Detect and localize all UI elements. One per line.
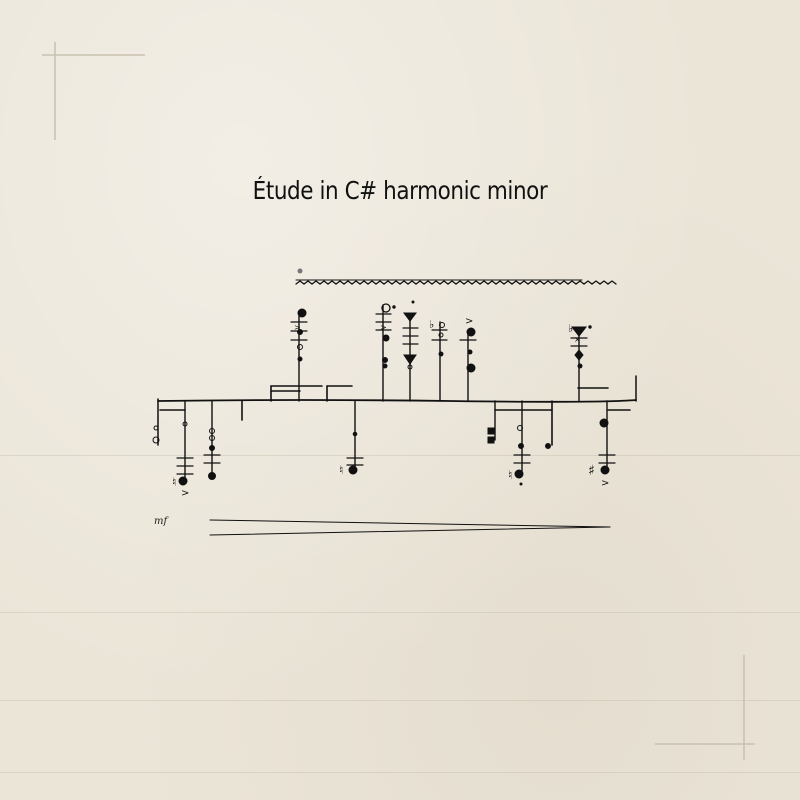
notehead bbox=[178, 476, 188, 486]
notehead bbox=[208, 472, 216, 480]
stems-down bbox=[184, 400, 608, 483]
notehead bbox=[577, 363, 583, 369]
notehead-triangle bbox=[403, 312, 417, 322]
notehead-square bbox=[487, 436, 495, 444]
notehead bbox=[439, 322, 445, 328]
paper-rule bbox=[0, 772, 800, 773]
notehead bbox=[382, 334, 390, 342]
notehead-diamond bbox=[574, 349, 584, 361]
dynamic-marking: mf bbox=[154, 516, 168, 527]
paper-rule bbox=[0, 612, 800, 613]
accent-mark: > bbox=[294, 323, 301, 332]
notehead bbox=[466, 363, 476, 373]
staccato-dot bbox=[519, 482, 523, 486]
notehead bbox=[209, 435, 215, 441]
flat-accidental: ♭ bbox=[568, 322, 573, 335]
ledger-lines bbox=[176, 313, 616, 475]
notehead bbox=[466, 327, 476, 337]
accent-mark: × bbox=[574, 335, 581, 344]
notehead bbox=[152, 436, 160, 444]
notehead bbox=[600, 465, 610, 475]
flat-accidental: ♭ bbox=[429, 318, 434, 331]
notehead bbox=[297, 356, 303, 362]
natural-accidental: ♮ bbox=[339, 463, 343, 477]
notehead bbox=[297, 329, 303, 335]
notehead bbox=[545, 443, 551, 449]
hairpin-crescendo bbox=[209, 519, 611, 536]
notehead bbox=[438, 332, 444, 338]
paper-rule bbox=[0, 455, 800, 456]
notehead bbox=[438, 351, 444, 357]
notehead bbox=[182, 421, 188, 427]
notehead bbox=[297, 308, 307, 318]
augmentation-dot bbox=[392, 305, 396, 309]
accent-mark: > bbox=[380, 323, 387, 332]
natural-accidental: ♮ bbox=[508, 468, 512, 482]
notehead bbox=[352, 431, 358, 437]
noteheads bbox=[152, 300, 610, 486]
beams-upper bbox=[270, 385, 609, 402]
notehead-triangle bbox=[403, 354, 417, 365]
notehead bbox=[297, 344, 303, 350]
natural-accidental: ♮ bbox=[172, 475, 176, 489]
accent-mark: > bbox=[601, 478, 609, 489]
notehead-triangle bbox=[570, 326, 588, 337]
notehead bbox=[599, 418, 609, 428]
accent-mark: > bbox=[181, 488, 189, 499]
notehead bbox=[209, 428, 215, 434]
notehead bbox=[518, 443, 524, 449]
augmentation-dot bbox=[588, 325, 592, 329]
sharp-accidental: ♯ bbox=[588, 463, 595, 479]
trill-mark bbox=[297, 268, 303, 274]
paper-rule bbox=[0, 700, 800, 701]
trill-line bbox=[295, 268, 617, 285]
notehead bbox=[517, 425, 523, 431]
notehead bbox=[382, 357, 388, 363]
staff-line bbox=[157, 399, 637, 403]
beams-lower bbox=[159, 400, 631, 446]
notehead bbox=[382, 363, 388, 369]
staccato-dot bbox=[411, 300, 415, 304]
notehead bbox=[153, 425, 159, 431]
notehead bbox=[209, 445, 215, 451]
crop-marks bbox=[42, 42, 755, 760]
notehead bbox=[467, 349, 473, 355]
notehead bbox=[407, 364, 413, 370]
notehead bbox=[381, 303, 391, 313]
markings: ♭ ♭ ♮ ♮ ♮ ♯ > > > > > × bbox=[172, 316, 609, 499]
score-title: Étude in C# harmonic minor bbox=[252, 176, 548, 205]
notehead bbox=[348, 465, 358, 475]
notehead bbox=[514, 469, 524, 479]
accent-mark: > bbox=[465, 316, 473, 327]
notehead-square bbox=[487, 427, 495, 435]
